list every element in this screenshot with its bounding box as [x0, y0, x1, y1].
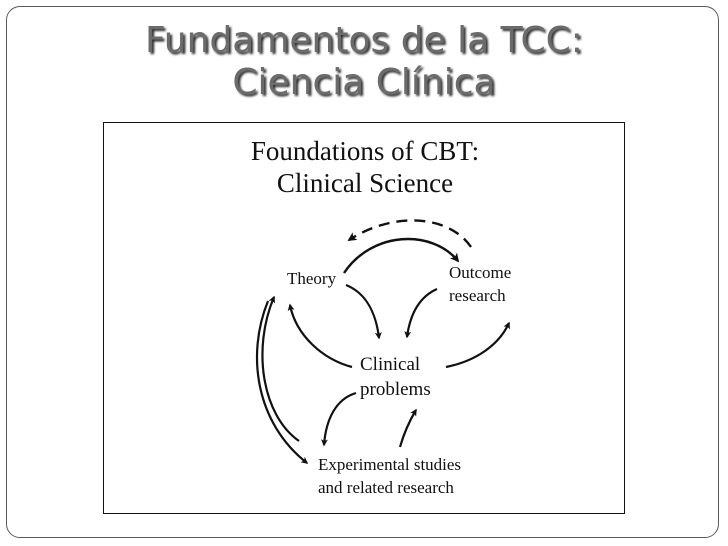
- arrow-clinical-to-outcome: [445, 321, 511, 369]
- figure-title-line-2: Clinical Science: [276, 168, 454, 198]
- slide-title: Fundamentos de la TCC: Ciencia Clínica: [0, 20, 728, 104]
- node-outcome-line-1: Outcome: [449, 263, 512, 282]
- arrow-theory-to-outcome: [343, 237, 460, 274]
- node-clinical-line-2: problems: [360, 379, 431, 400]
- node-theory: Theory: [287, 269, 337, 288]
- arrow-outcome-to-clinical: [404, 287, 438, 339]
- arrow-theory-to-experimental: [255, 300, 309, 464]
- arrow-experimental-to-theory: [261, 295, 300, 442]
- node-outcome-line-2: research: [449, 286, 506, 305]
- slide-title-line-1: Fundamentos de la TCC:: [145, 20, 583, 61]
- arrow-clinical-to-experimental: [320, 391, 357, 447]
- arrow-outcome-to-theory-dashed: [347, 219, 472, 248]
- slide-title-line-2: Ciencia Clínica: [232, 62, 496, 103]
- arrow-theory-to-clinical: [345, 283, 382, 340]
- node-clinical-line-1: Clinical: [360, 354, 421, 375]
- figure-title-line-1: Foundations of CBT:: [250, 136, 480, 166]
- diagram-arrows: [255, 219, 511, 464]
- arrow-experimental-to-clinical: [398, 408, 417, 448]
- node-experimental-line-2: and related research: [318, 478, 454, 497]
- node-experimental-line-1: Experimental studies: [318, 455, 462, 474]
- arrow-clinical-to-theory: [287, 303, 353, 369]
- cbt-diagram-figure: Foundations of CBT: Clinical Science The…: [103, 122, 625, 514]
